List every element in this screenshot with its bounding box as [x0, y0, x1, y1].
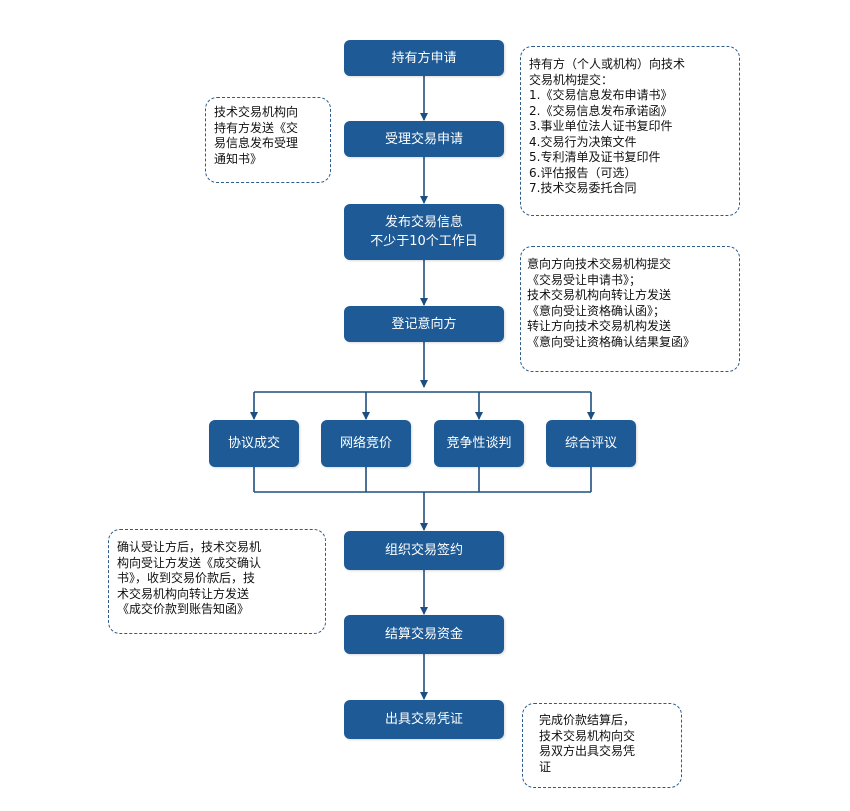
method-competitive-negotiation: 竞争性谈判 [434, 420, 524, 467]
step-publish-info-line1: 发布交易信息 [384, 215, 463, 230]
method-competitive-negotiation-label: 竞争性谈判 [446, 436, 512, 451]
step-register-intended-party-label: 登记意向方 [391, 316, 457, 332]
step-publish-info: 发布交易信息 不少于10个工作日 [344, 204, 504, 260]
note-apply-line: 持有方（个人或机构）向技术 [529, 57, 686, 71]
note-apply-line: 6.评估报告（可选） [529, 165, 637, 180]
note-register-line: 《意向受让资格确认结果复函》 [527, 334, 696, 349]
note-apply-line: 7.技术交易委托合同 [529, 181, 637, 195]
note-accept-line: 持有方发送《交 [214, 120, 299, 135]
note-register-line: 技术交易机构向转让方发送 [527, 288, 672, 302]
step-issue-voucher-label: 出具交易凭证 [384, 712, 463, 727]
method-agreement-label: 协议成交 [227, 436, 280, 451]
note-signing-line: 术交易机构向转让方发送 [117, 586, 250, 601]
method-comprehensive-review-label: 综合评议 [564, 436, 617, 451]
step-settle-funds-label: 结算交易资金 [384, 627, 463, 642]
note-signing-line: 构向受让方发送《成交确认 [117, 555, 262, 570]
note-register-line: 转让方向技术交易机构发送 [527, 319, 672, 333]
step-accept-application-label: 受理交易申请 [384, 131, 463, 147]
note-voucher-line: 技术交易机构向交 [539, 728, 636, 743]
note-accept-line: 技术交易机构向 [214, 105, 299, 119]
method-agreement: 协议成交 [209, 420, 299, 467]
note-apply-documents: 持有方（个人或机构）向技术 交易机构提交： 1.《交易信息发布申请书》 2.《交… [520, 46, 740, 216]
note-apply-line: 2.《交易信息发布承诺函》 [529, 103, 673, 118]
step-issue-voucher: 出具交易凭证 [344, 700, 504, 739]
note-register-line: 《交易受让申请书》； [527, 272, 642, 287]
note-register-documents: 意向方向技术交易机构提交 《交易受让申请书》； 技术交易机构向转让方发送 《意向… [520, 246, 740, 372]
note-accept-line: 易信息发布受理 [214, 136, 299, 150]
note-accept-line: 通知书》 [214, 151, 263, 166]
note-apply-line: 4.交易行为决策文件 [529, 134, 637, 149]
note-apply-line: 5.专利清单及证书复印件 [529, 150, 661, 164]
step-holder-apply: 持有方申请 [344, 40, 504, 76]
note-signing-documents: 确认受让方后，技术交易机 构向受让方发送《成交确认 书》，收到交易价款后，技 术… [108, 529, 326, 634]
note-apply-line: 3.事业单位法人证书复印件 [529, 119, 673, 133]
method-comprehensive-review: 综合评议 [546, 420, 636, 467]
step-accept-application: 受理交易申请 [344, 121, 504, 157]
note-voucher: 完成价款结算后， 技术交易机构向交 易双方出具交易凭 证 [522, 703, 682, 788]
note-apply-line: 1.《交易信息发布申请书》 [529, 88, 673, 102]
step-settle-funds: 结算交易资金 [344, 615, 504, 654]
method-online-bidding-label: 网络竞价 [339, 436, 392, 451]
note-voucher-line: 易双方出具交易凭 [539, 744, 636, 758]
note-register-line: 意向方向技术交易机构提交 [527, 257, 672, 271]
note-voucher-line: 证 [539, 759, 552, 774]
step-holder-apply-label: 持有方申请 [391, 50, 457, 66]
step-organize-signing-label: 组织交易签约 [384, 543, 463, 558]
step-register-intended-party: 登记意向方 [344, 306, 504, 342]
note-signing-line: 书》，收到交易价款后，技 [117, 571, 256, 585]
method-online-bidding: 网络竞价 [321, 420, 411, 467]
note-signing-line: 确认受让方后，技术交易机 [117, 540, 262, 554]
note-register-line: 《意向受让资格确认函》； [527, 303, 666, 318]
note-voucher-line: 完成价款结算后， [539, 713, 636, 727]
note-apply-line: 交易机构提交： [529, 72, 614, 87]
note-accept-notice: 技术交易机构向 持有方发送《交 易信息发布受理 通知书》 [205, 97, 331, 183]
note-signing-line: 《成交价款到账告知函》 [117, 602, 250, 616]
step-organize-signing: 组织交易签约 [344, 531, 504, 570]
step-publish-info-line2: 不少于10个工作日 [370, 234, 478, 249]
